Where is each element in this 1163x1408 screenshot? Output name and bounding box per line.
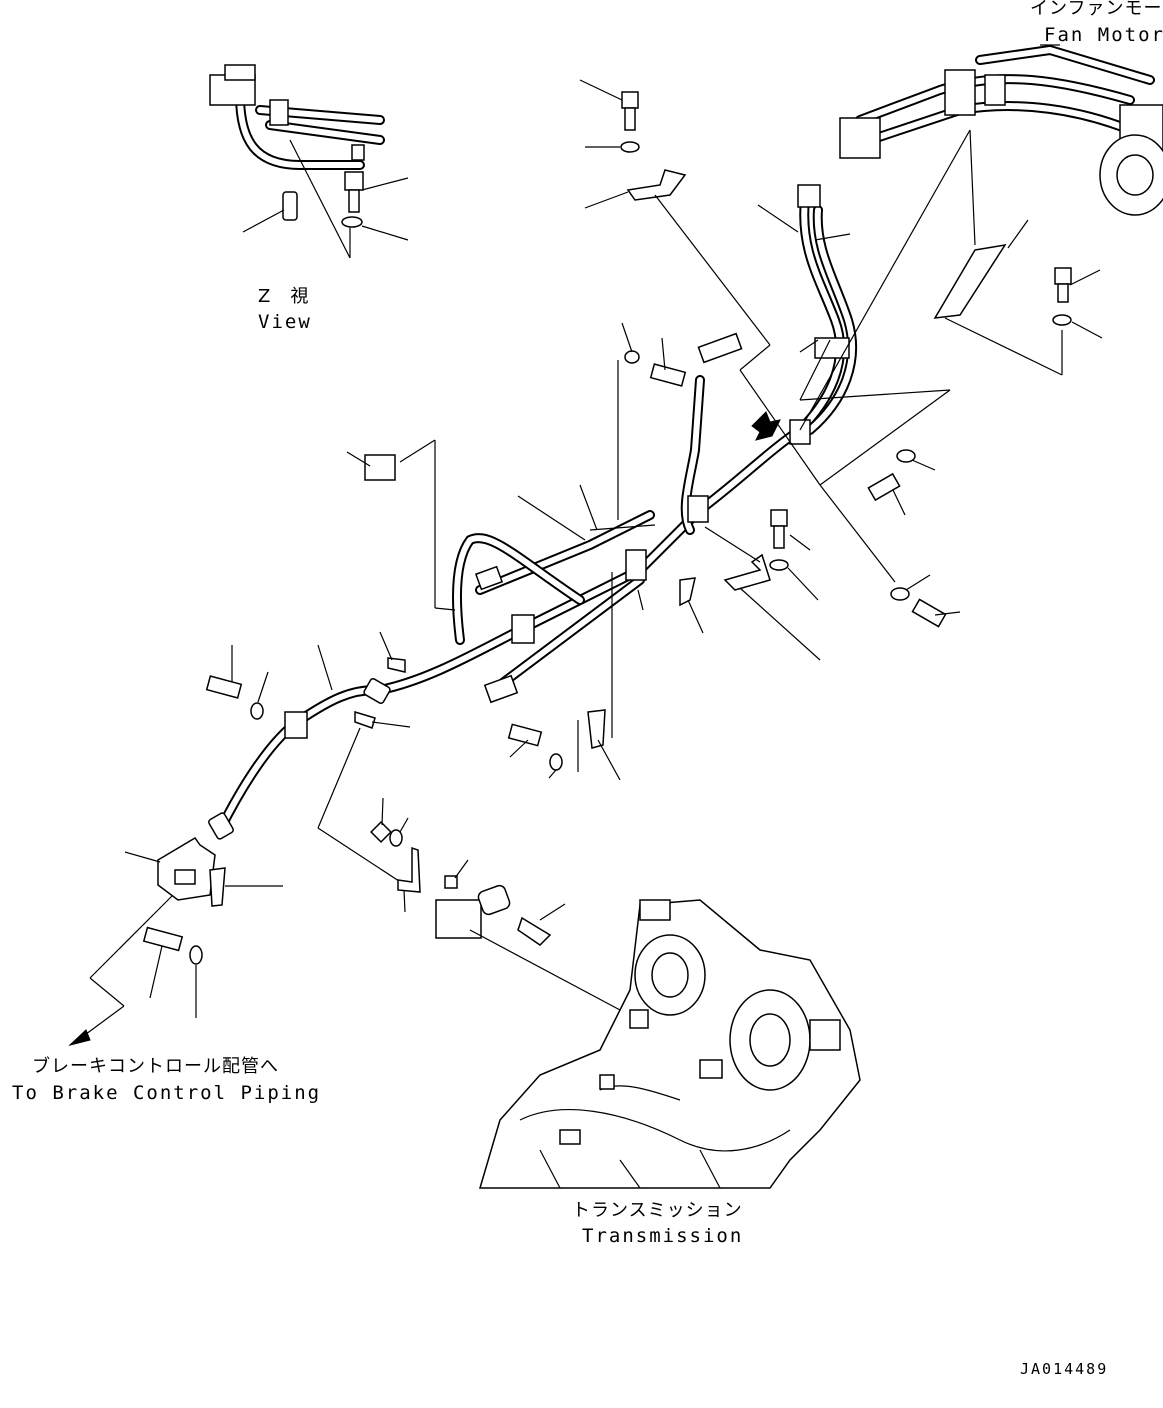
brake-piping-label-jp: ブレーキコントロール配管へ: [32, 1056, 279, 1077]
middle-fastener-group: [346, 322, 687, 611]
view-direction-arrow-icon: [751, 411, 781, 441]
brake-direction-arrow-icon: [68, 1029, 91, 1046]
lower-fastener-group: [205, 572, 704, 1011]
z-view-label-en: View: [258, 311, 312, 333]
bracket-part: [723, 553, 771, 591]
clamp-part: [284, 711, 308, 739]
clamp-part: [814, 337, 850, 359]
fan-motor-label-jp: インファンモータ: [1030, 0, 1163, 19]
transmission-assembly: [478, 899, 861, 1189]
clip-part: [679, 577, 696, 607]
z-view-inset: [209, 64, 409, 259]
bracket-part: [397, 846, 421, 893]
washer-part: [341, 216, 363, 228]
clamp-part: [625, 549, 647, 581]
right-fastener-group: [704, 339, 961, 661]
bracket-part: [933, 243, 1007, 319]
bracket-part: [626, 169, 687, 201]
fan-motor-assembly: [757, 45, 1163, 431]
spacer-part: [282, 191, 298, 221]
z-view-label-jp: Z 視: [258, 286, 310, 307]
clamp-part: [511, 614, 535, 644]
clamp-part: [789, 419, 811, 445]
clip-part: [517, 916, 552, 946]
main-hose-run: [208, 184, 858, 840]
bolt-head-part: [344, 171, 364, 191]
transmission-label-en: Transmission: [582, 1225, 744, 1247]
clip-part: [587, 709, 606, 749]
block-part: [364, 454, 396, 481]
clamp-part: [687, 495, 709, 523]
transmission-label-jp: トランスミッション: [572, 1200, 743, 1221]
fan-motor-label-en: Fan Motor: [1044, 24, 1163, 46]
upper-bracket-group: [579, 79, 821, 486]
drawing-id: JA014489: [1020, 1360, 1109, 1378]
brake-piping-label-en: To Brake Control Piping: [12, 1082, 322, 1104]
brake-connection-group: [68, 837, 283, 1046]
plate-part: [157, 837, 216, 901]
